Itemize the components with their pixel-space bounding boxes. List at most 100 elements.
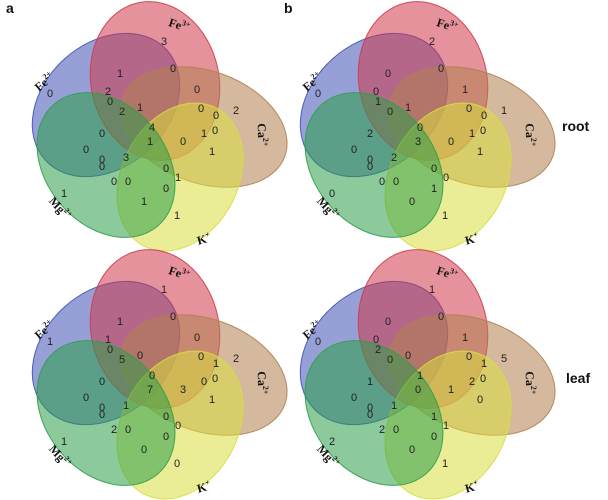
region-count: 3 [415, 136, 421, 148]
region-count: 0 [212, 373, 218, 385]
region-count: 0 [431, 163, 437, 175]
region-count: 0 [385, 316, 391, 328]
region-count: 0 [107, 96, 113, 108]
region-count: 0 [351, 144, 357, 156]
region-count: 1 [442, 210, 448, 222]
region-count: 0 [373, 86, 379, 98]
region-count: 0 [163, 431, 169, 443]
region-count: 0 [137, 350, 143, 362]
region-count: 1 [469, 128, 475, 140]
region-count: 1 [462, 84, 468, 96]
region-count: 0 [443, 172, 449, 184]
region-count: 3 [180, 384, 186, 396]
set-label-ca2: Ca2+ [255, 371, 271, 395]
set-label-fe3: Fe3+ [435, 14, 460, 35]
region-count: 1 [481, 358, 487, 370]
region-count: 0 [125, 176, 131, 188]
region-count: 0 [351, 392, 357, 404]
region-count: 2 [105, 86, 111, 98]
region-count: 2 [379, 424, 385, 436]
region-count: 0 [198, 351, 204, 363]
region-count: 1 [417, 370, 423, 382]
region-count: 0 [163, 163, 169, 175]
region-count: 1 [47, 336, 53, 348]
region-count: 0 [170, 311, 176, 323]
region-count: 2 [329, 436, 335, 448]
region-count: 3 [161, 36, 167, 48]
region-count: 0 [481, 110, 487, 122]
region-count: 5 [501, 353, 507, 365]
region-count: 1 [201, 128, 207, 140]
region-count: 1 [501, 105, 507, 117]
region-count: 0 [409, 444, 415, 456]
region-count: 1 [405, 102, 411, 114]
set-label-fe3: Fe3+ [167, 262, 192, 283]
region-count: 0 [99, 402, 105, 414]
petal-mg2 [304, 92, 444, 238]
region-count: 0 [417, 122, 423, 134]
region-count: 2 [429, 36, 435, 48]
region-count: 0 [175, 420, 181, 432]
region-count: 1 [213, 358, 219, 370]
region-count: 0 [385, 68, 391, 80]
set-label-ca2: Ca2+ [523, 123, 539, 147]
region-count: 1 [431, 183, 437, 195]
region-count: 1 [375, 96, 381, 108]
region-count: 0 [149, 370, 155, 382]
region-count: 2 [391, 152, 397, 164]
region-count: 2 [233, 353, 239, 365]
region-count: 1 [367, 376, 373, 388]
region-count: 1 [462, 332, 468, 344]
region-count: 0 [99, 154, 105, 166]
region-count: 0 [466, 351, 472, 363]
region-count: 1 [141, 196, 147, 208]
region-count: 1 [209, 146, 215, 158]
region-count: 1 [161, 284, 167, 296]
region-count: 0 [480, 373, 486, 385]
region-count: 1 [147, 136, 153, 148]
region-count: 0 [373, 334, 379, 346]
region-count: 0 [367, 154, 373, 166]
region-count: 0 [174, 458, 180, 470]
region-count: 0 [415, 384, 421, 396]
set-label-ca2: Ca2+ [255, 123, 271, 147]
set-label-fe3: Fe3+ [435, 262, 460, 283]
region-count: 0 [367, 409, 373, 421]
region-count: 1 [105, 334, 111, 346]
region-count: 0 [213, 110, 219, 122]
region-count: 0 [329, 188, 335, 200]
region-count: 1 [448, 384, 454, 396]
region-count: 0 [194, 332, 200, 344]
petal-mg2 [36, 92, 176, 238]
region-count: 1 [61, 188, 67, 200]
region-count: 0 [99, 161, 105, 173]
region-count: 0 [393, 424, 399, 436]
region-count: 0 [201, 376, 207, 388]
set-label-k: K+ [463, 477, 481, 495]
region-count: 0 [438, 311, 444, 323]
region-count: 0 [47, 88, 53, 100]
region-count: 1 [117, 68, 123, 80]
region-count: 0 [466, 103, 472, 115]
region-count: 1 [429, 284, 435, 296]
region-count: 0 [125, 424, 131, 436]
set-label-ca2: Ca2+ [523, 371, 539, 395]
region-count: 2 [119, 106, 125, 118]
region-count: 1 [443, 420, 449, 432]
region-count: 1 [442, 458, 448, 470]
region-count: 1 [431, 411, 437, 423]
region-count: 0 [448, 136, 454, 148]
region-count: 0 [212, 125, 218, 137]
region-count: 2 [469, 376, 475, 388]
region-count: 0 [111, 176, 117, 188]
region-count: 0 [163, 411, 169, 423]
region-count: 0 [99, 376, 105, 388]
region-count: 0 [180, 136, 186, 148]
region-count: 1 [61, 436, 67, 448]
region-count: 0 [99, 128, 105, 140]
region-count: 2 [111, 424, 117, 436]
row-label-root: root [562, 118, 590, 134]
